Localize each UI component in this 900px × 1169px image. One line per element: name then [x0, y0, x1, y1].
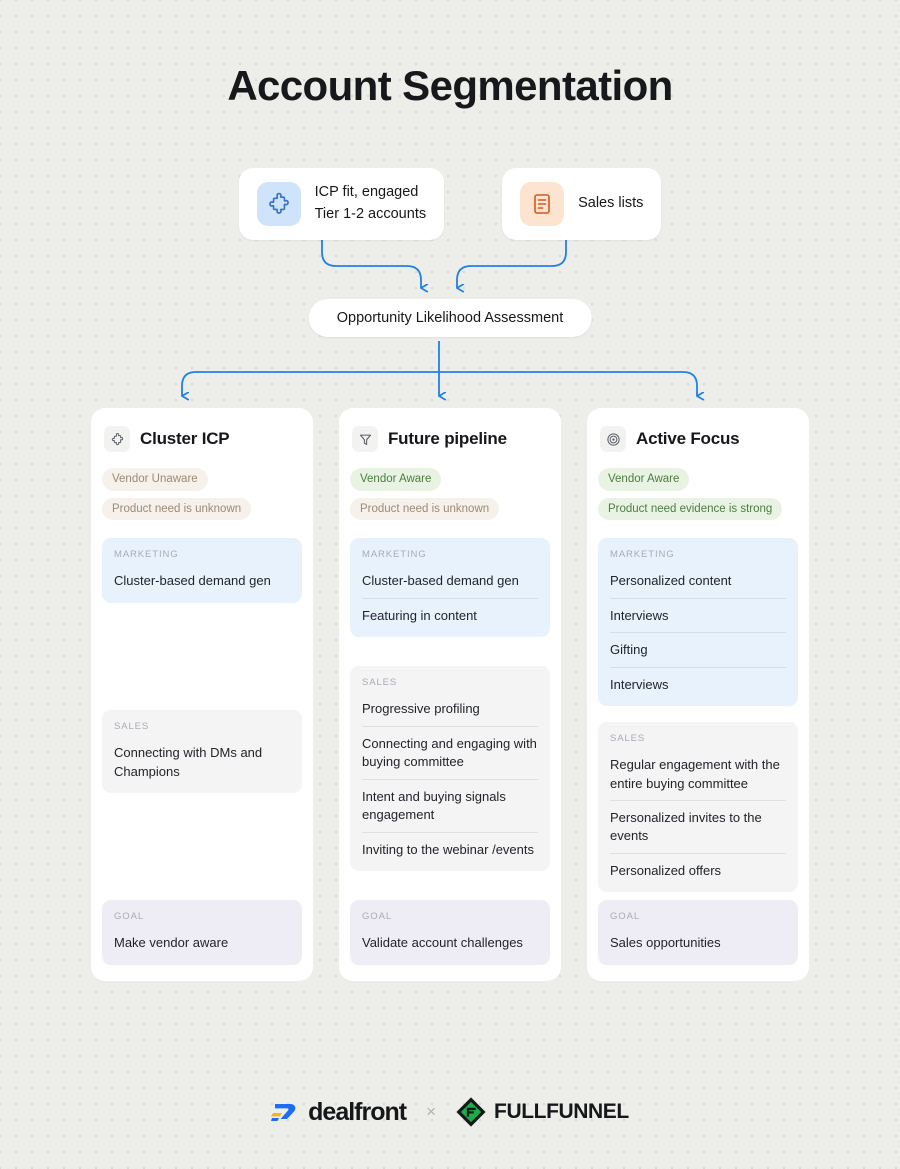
- column-spacer: [598, 706, 798, 722]
- hub-label: Opportunity Likelihood Assessment: [336, 310, 564, 326]
- segment-columns: Cluster ICP Vendor Unaware Product need …: [91, 408, 809, 981]
- dealfront-logo: dealfront: [271, 1097, 407, 1127]
- marketing-section: MARKETING Cluster-based demand gen Featu…: [350, 538, 550, 638]
- section-label: GOAL: [610, 911, 640, 923]
- fullfunnel-logo: FULLFUNNEL: [456, 1097, 629, 1127]
- column-spacer: [102, 793, 302, 900]
- section-label: GOAL: [114, 911, 144, 923]
- goal-item: Validate account challenges: [362, 935, 523, 951]
- sales-section: SALES Progressive profiling Connecting a…: [350, 666, 550, 872]
- column-header: Future pipeline: [350, 426, 550, 452]
- goal-section: GOAL Sales opportunities: [598, 900, 798, 965]
- source-card-icp[interactable]: ICP fit, engaged Tier 1-2 accounts: [238, 168, 445, 240]
- status-badge: Product need is unknown: [350, 497, 500, 521]
- sales-item: Regular engagement with the entire buyin…: [610, 757, 780, 791]
- funnel-icon: [352, 426, 378, 452]
- goal-section: GOAL Make vendor aware: [102, 900, 302, 965]
- puzzle-piece-icon: [104, 426, 130, 452]
- column-spacer: [598, 892, 798, 900]
- section-label: SALES: [114, 721, 150, 733]
- sales-section: SALES Connecting with DMs and Champions: [102, 710, 302, 793]
- section-label: MARKETING: [610, 549, 675, 561]
- section-label: SALES: [362, 677, 398, 689]
- target-icon: [600, 426, 626, 452]
- section-label: MARKETING: [114, 549, 179, 561]
- source-card-text: ICP fit, engaged Tier 1-2 accounts: [314, 184, 427, 222]
- sales-item: Personalized offers: [610, 852, 786, 880]
- page-title: Account Segmentation: [227, 62, 673, 109]
- dealfront-wordmark: dealfront: [308, 1097, 407, 1126]
- puzzle-piece-icon: [256, 182, 301, 226]
- segment-column-future-pipeline: Future pipeline Vendor Aware Product nee…: [339, 408, 561, 981]
- section-label: SALES: [610, 733, 646, 745]
- source-card-sales-lists[interactable]: Sales lists: [502, 168, 662, 240]
- goal-item: Make vendor aware: [114, 935, 229, 951]
- marketing-section: MARKETING Cluster-based demand gen: [102, 538, 302, 603]
- sales-item: Intent and buying signals engagement: [362, 778, 538, 832]
- status-badge: Vendor Unaware: [102, 468, 208, 491]
- sales-item: Inviting to the webinar /events: [362, 831, 538, 859]
- column-title: Active Focus: [636, 429, 740, 448]
- status-badge: Product need is unknown: [102, 497, 252, 521]
- marketing-item: Cluster-based demand gen: [114, 573, 271, 589]
- column-spacer: [350, 637, 550, 666]
- sales-item: Connecting with DMs and Champions: [114, 745, 263, 779]
- goal-item: Sales opportunities: [610, 935, 721, 951]
- column-header: Active Focus: [598, 426, 798, 452]
- marketing-item: Cluster-based demand gen: [362, 573, 519, 589]
- marketing-item: Personalized content: [610, 573, 732, 589]
- column-tags: Vendor Unaware Product need is unknown: [102, 468, 302, 521]
- fullfunnel-wordmark: FULLFUNNEL: [494, 1100, 629, 1123]
- section-label: MARKETING: [362, 549, 427, 561]
- marketing-item: Interviews: [610, 597, 786, 632]
- marketing-item: Featuring in content: [362, 597, 538, 625]
- sales-item: Personalized invites to the events: [610, 800, 786, 853]
- column-tags: Vendor Aware Product need evidence is st…: [598, 468, 798, 521]
- marketing-item: Interviews: [610, 666, 786, 694]
- column-spacer: [102, 603, 302, 710]
- status-badge: Vendor Aware: [350, 468, 442, 491]
- status-badge: Vendor Aware: [598, 468, 690, 491]
- separator-x: ×: [426, 1102, 437, 1121]
- dealfront-mark-icon: [271, 1104, 296, 1121]
- sales-section: SALES Regular engagement with the entire…: [598, 722, 798, 893]
- column-title: Cluster ICP: [140, 429, 230, 448]
- sales-item: Connecting and engaging with buying comm…: [362, 725, 538, 779]
- hub-node[interactable]: Opportunity Likelihood Assessment: [308, 299, 592, 337]
- fullfunnel-mark-icon: [456, 1097, 486, 1127]
- column-tags: Vendor Aware Product need is unknown: [350, 468, 550, 521]
- status-badge: Product need evidence is strong: [598, 497, 783, 521]
- marketing-section: MARKETING Personalized content Interview…: [598, 538, 798, 707]
- goal-section: GOAL Validate account challenges: [350, 900, 550, 965]
- marketing-item: Gifting: [610, 632, 786, 666]
- column-spacer: [350, 871, 550, 900]
- segment-column-active-focus: Active Focus Vendor Aware Product need e…: [587, 408, 809, 981]
- column-header: Cluster ICP: [102, 426, 302, 452]
- source-cards-row: ICP fit, engaged Tier 1-2 accounts Sales…: [0, 168, 900, 240]
- document-list-icon: [520, 182, 565, 226]
- footer-logos: dealfront × FULLFUNNEL: [0, 1097, 900, 1127]
- sales-item: Progressive profiling: [362, 701, 480, 717]
- source-card-text: Sales lists: [578, 195, 644, 212]
- segment-column-cluster-icp: Cluster ICP Vendor Unaware Product need …: [91, 408, 313, 981]
- section-label: GOAL: [362, 911, 392, 923]
- column-title: Future pipeline: [388, 429, 507, 448]
